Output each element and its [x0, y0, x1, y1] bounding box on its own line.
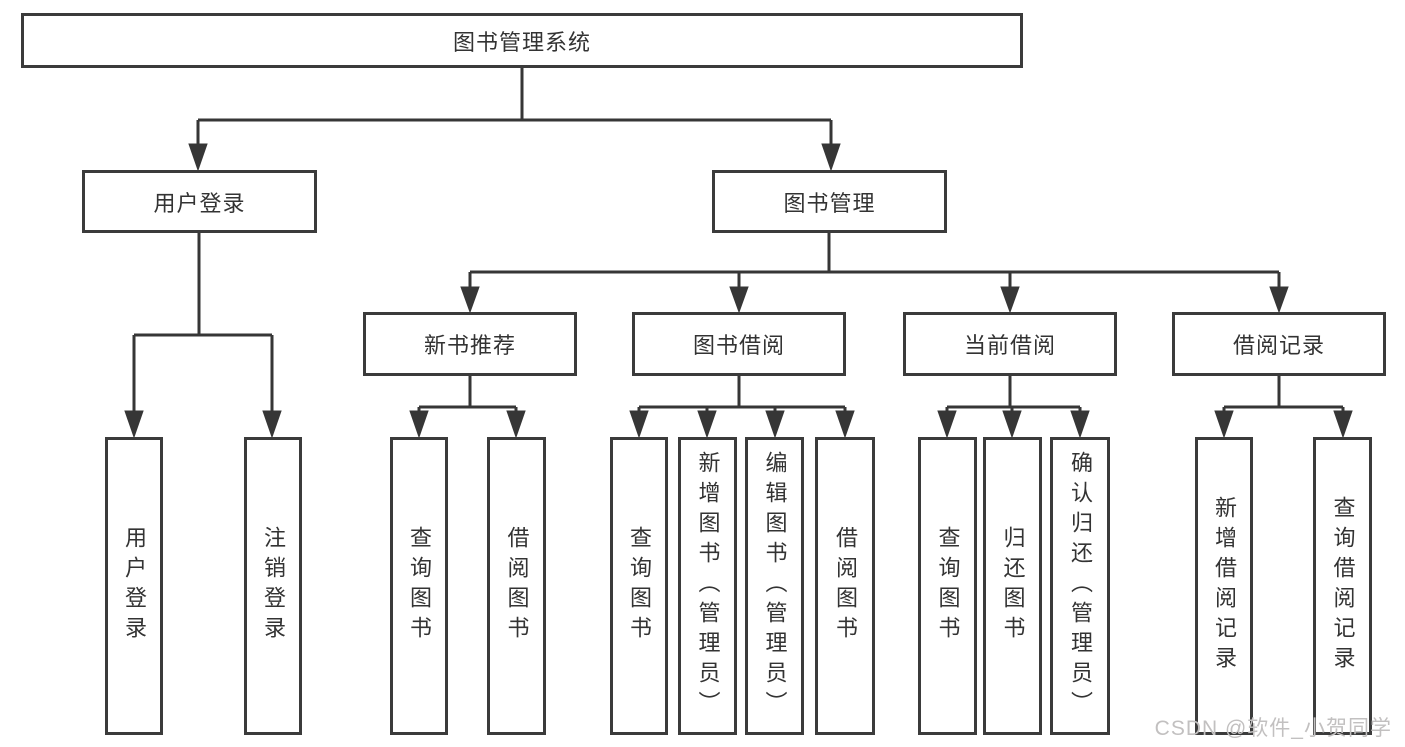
csdn-watermark: CSDN @软件_小贺同学	[1154, 717, 1392, 740]
leaf-borrow-borrow-books: 借阅图书	[815, 437, 875, 735]
node-new-book-recommend: 新书推荐	[363, 312, 577, 376]
leaf-newbook-borrow-books: 借阅图书	[487, 437, 546, 735]
leaf-borrow-add-books-admin: 新增图书（管理员）	[678, 437, 737, 735]
leaf-current-query-books: 查询图书	[918, 437, 977, 735]
leaf-record-add-borrow-record: 新增借阅记录	[1195, 437, 1253, 735]
connector-login-branch	[124, 233, 282, 439]
arrow-down-icon	[629, 410, 649, 439]
leaf-label: 用户登录	[122, 526, 147, 646]
arrow-down-icon	[460, 286, 480, 314]
arrow-down-icon	[729, 286, 749, 314]
leaf-logout: 注销登录	[244, 437, 302, 735]
leaf-label: 新增图书（管理员）	[695, 451, 721, 721]
arrow-down-icon	[506, 410, 526, 439]
leaf-label: 注销登录	[261, 526, 286, 646]
node-label: 图书管理	[783, 190, 876, 216]
arrow-down-icon	[1002, 410, 1022, 439]
arrow-down-icon	[835, 410, 855, 439]
leaf-label: 借阅图书	[833, 526, 858, 646]
connector-record-branch	[1214, 376, 1353, 439]
node-label: 用户登录	[153, 190, 246, 216]
leaf-label: 确认归还（管理员）	[1068, 451, 1093, 721]
leaf-label: 查询图书	[627, 526, 652, 646]
connector-manage-branch	[460, 233, 1289, 314]
node-book-borrowing: 图书借阅	[632, 312, 846, 376]
arrow-down-icon	[409, 410, 429, 439]
node-borrowing-records: 借阅记录	[1172, 312, 1386, 376]
node-label: 当前借阅	[963, 333, 1056, 358]
leaf-label: 查询借阅记录	[1330, 496, 1356, 676]
arrow-down-icon	[188, 143, 208, 172]
leaf-label: 查询图书	[935, 526, 961, 646]
arrow-down-icon	[1070, 410, 1090, 439]
arrow-down-icon	[1333, 410, 1353, 439]
leaf-current-return-books: 归还图书	[983, 437, 1042, 735]
arrow-down-icon	[1000, 286, 1020, 314]
connector-borrow-branch	[629, 376, 855, 439]
leaf-record-query-borrow-record: 查询借阅记录	[1313, 437, 1372, 735]
connector-current-branch	[937, 376, 1090, 439]
node-label: 图书管理系统	[452, 29, 591, 55]
arrow-down-icon	[765, 410, 785, 439]
arrow-down-icon	[821, 143, 841, 172]
leaf-current-confirm-return-admin: 确认归还（管理员）	[1050, 437, 1110, 735]
arrow-down-icon	[1214, 410, 1234, 439]
leaf-label: 归还图书	[1000, 526, 1026, 646]
leaf-borrow-query-books: 查询图书	[610, 437, 668, 735]
node-library-management-system: 图书管理系统	[21, 13, 1023, 68]
leaf-newbook-query-books: 查询图书	[390, 437, 448, 735]
node-label: 借阅记录	[1232, 333, 1325, 358]
node-user-login: 用户登录	[82, 170, 317, 233]
node-book-management: 图书管理	[712, 170, 947, 233]
arrow-down-icon	[697, 410, 717, 439]
leaf-label: 编辑图书（管理员）	[762, 451, 788, 721]
node-label: 新书推荐	[423, 333, 516, 358]
node-label: 图书借阅	[692, 333, 785, 358]
arrow-down-icon	[937, 410, 957, 439]
connector-root-branch	[188, 68, 841, 172]
leaf-borrow-edit-books-admin: 编辑图书（管理员）	[745, 437, 804, 735]
leaf-label: 借阅图书	[504, 526, 530, 646]
arrow-down-icon	[262, 410, 282, 439]
leaf-label: 新增借阅记录	[1212, 496, 1237, 676]
leaf-user-login: 用户登录	[105, 437, 163, 735]
arrow-down-icon	[124, 410, 144, 439]
connector-newbook-branch	[409, 376, 526, 439]
node-current-borrowing: 当前借阅	[903, 312, 1117, 376]
arrow-down-icon	[1269, 286, 1289, 314]
leaf-label: 查询图书	[407, 526, 432, 646]
